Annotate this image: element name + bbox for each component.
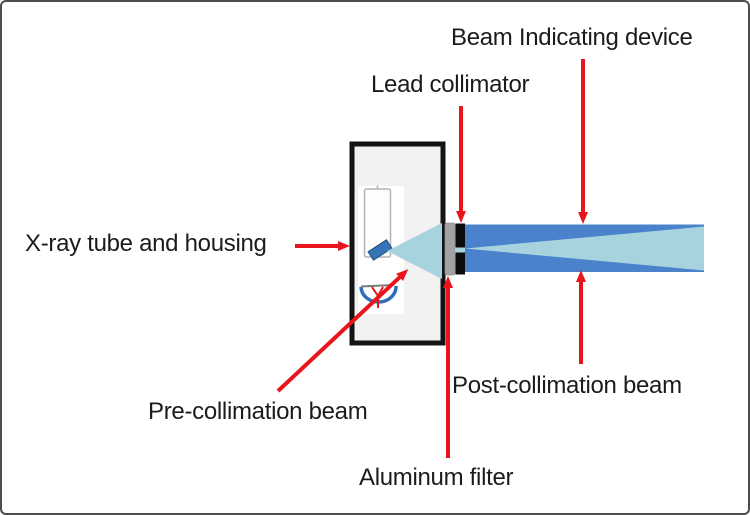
annotation-arrows [276, 59, 588, 458]
label-beam-indicating-device: Beam Indicating device [451, 24, 693, 51]
post-collimation-beam-shape [465, 226, 704, 271]
aluminum-filter-shape [444, 222, 456, 276]
lead-collimator-top-block [455, 223, 465, 248]
pre-collimation-beam-arrow [276, 269, 409, 393]
anode-target [367, 239, 393, 261]
collimator-gap-beam [455, 247, 466, 254]
pre-collimation-beam-shape [387, 223, 442, 279]
label-lead-collimator: Lead collimator [371, 71, 530, 98]
cathode-cup [359, 285, 398, 304]
label-pre-collimation-beam: Pre-collimation beam [148, 398, 368, 425]
lead-collimator-bottom-block [455, 252, 465, 275]
label-xray-tube-housing: X-ray tube and housing [25, 230, 267, 257]
lead-collimator-shape [455, 223, 465, 275]
label-post-collimation-beam: Post-collimation beam [452, 372, 682, 399]
label-aluminum-filter: Aluminum filter [359, 464, 514, 491]
